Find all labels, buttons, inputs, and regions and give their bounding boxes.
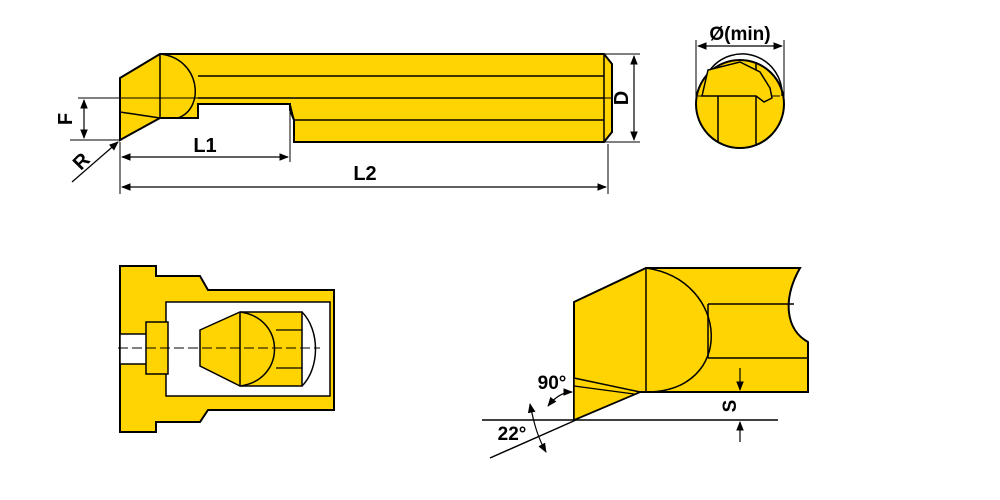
l2-label: L2: [353, 163, 376, 185]
clamp-pin: [119, 333, 149, 365]
l1-label: L1: [193, 135, 216, 157]
f-label: F: [55, 113, 77, 125]
angle-90-label: 90°: [538, 373, 567, 394]
angle-90-arc: [547, 388, 573, 407]
shank-end-curve: [301, 311, 317, 387]
insert-curve: [239, 311, 276, 387]
tip-line: [119, 111, 161, 119]
side-view: F R L1 L2 D: [55, 53, 640, 194]
d-label: D: [611, 91, 633, 105]
angle-22-label: 22°: [498, 424, 527, 445]
cutting-head-profile: [701, 61, 773, 103]
r-leader: [71, 141, 119, 183]
r-label: R: [69, 148, 95, 174]
detail-view: 90° 22° S: [482, 267, 809, 459]
min-diameter-label: Ø(min): [709, 24, 770, 45]
top-view: [118, 265, 335, 433]
head-curve: [159, 53, 196, 119]
end-view: Ø(min): [695, 24, 785, 149]
detail-tool-body: [573, 267, 809, 422]
min-diameter-arc: [709, 53, 783, 97]
detail-curve: [645, 267, 712, 393]
neck-step-line: [289, 103, 295, 121]
detail-edge-line: [573, 385, 635, 395]
angle-22-arc: [527, 403, 547, 453]
s-label: S: [720, 400, 741, 413]
